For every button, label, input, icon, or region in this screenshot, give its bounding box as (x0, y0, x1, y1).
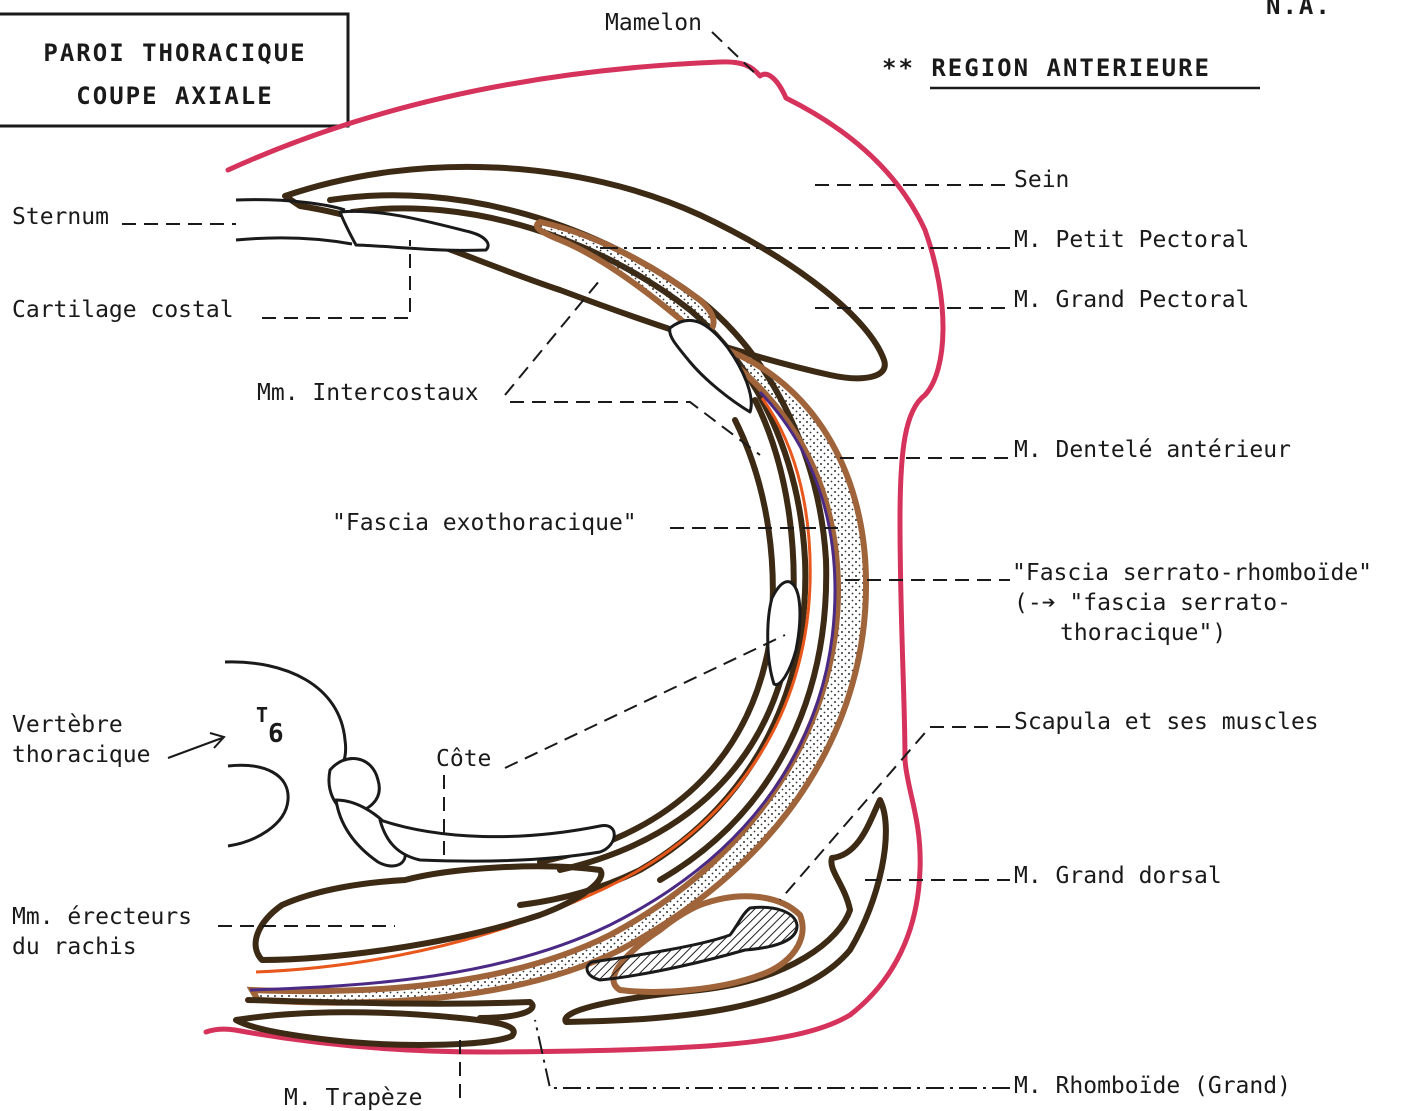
label-intercostaux: Mm. Intercostaux (257, 380, 479, 406)
label-grand-dorsal: M. Grand dorsal (1014, 863, 1222, 889)
trapezius-shape (236, 1012, 514, 1045)
sternum-group (236, 200, 488, 251)
label-fascia-exo: "Fascia exothoracique" (332, 510, 637, 536)
label-vertebre-2: thoracique (12, 742, 150, 768)
petit-pectoral-shape (537, 222, 714, 336)
intercostal-dark-band-2 (540, 420, 773, 862)
label-cartilage: Cartilage costal (12, 297, 234, 323)
vertebra-group (225, 662, 614, 866)
label-grand-pectoral: M. Grand Pectoral (1014, 287, 1249, 313)
leader-cartilage (262, 240, 410, 318)
vertebra-body-arc (225, 662, 346, 776)
label-fascia-serrato-2: (-➔ "fascia serrato- (1014, 590, 1291, 616)
label-erecteurs-2: du rachis (12, 934, 137, 960)
label-petit-pectoral: M. Petit Pectoral (1014, 227, 1249, 253)
leader-mamelon (712, 32, 758, 76)
label-scapula: Scapula et ses muscles (1014, 709, 1319, 735)
vertebral-canal-arc (228, 765, 288, 846)
region-title-text: ** REGION ANTERIEURE (882, 54, 1211, 82)
leader-cote-1 (505, 635, 785, 768)
leader-intercostaux-2 (510, 402, 760, 455)
label-erecteurs-1: Mm. érecteurs (12, 904, 192, 930)
label-trapeze: M. Trapèze (284, 1085, 422, 1111)
label-sein: Sein (1014, 167, 1069, 193)
title-line-1: PAROI THORACIQUE (43, 39, 306, 67)
corner-note: N.A. (1266, 0, 1332, 20)
title-line-2: COUPE AXIALE (76, 82, 273, 110)
costal-cartilage-shape (340, 211, 488, 250)
chest-wall-outer-band (352, 208, 805, 905)
label-vertebre-1: Vertèbre (12, 712, 123, 738)
label-fascia-serrato-1: "Fascia serrato-rhomboïde" (1012, 560, 1372, 586)
leader-rhomboide (535, 1020, 1010, 1088)
region-title: ** REGION ANTERIEURE (882, 54, 1260, 88)
leader-vertebre (168, 738, 222, 758)
erector-spinae-shape (256, 866, 602, 960)
label-cote: Côte (436, 746, 491, 772)
label-sternum: Sternum (12, 204, 109, 230)
posterior-rib-shape (380, 820, 614, 861)
label-mamelon: Mamelon (605, 10, 702, 36)
label-t6-number: 6 (268, 719, 284, 749)
label-t6-letter: T (256, 703, 268, 727)
label-rhomboide: M. Rhomboïde (Grand) (1014, 1073, 1291, 1099)
label-dentele: M. Dentelé antérieur (1014, 437, 1291, 463)
title-box: PAROI THORACIQUE COUPE AXIALE (0, 14, 348, 126)
label-fascia-serrato-3: thoracique") (1060, 620, 1226, 646)
sternum-shape (236, 200, 352, 244)
